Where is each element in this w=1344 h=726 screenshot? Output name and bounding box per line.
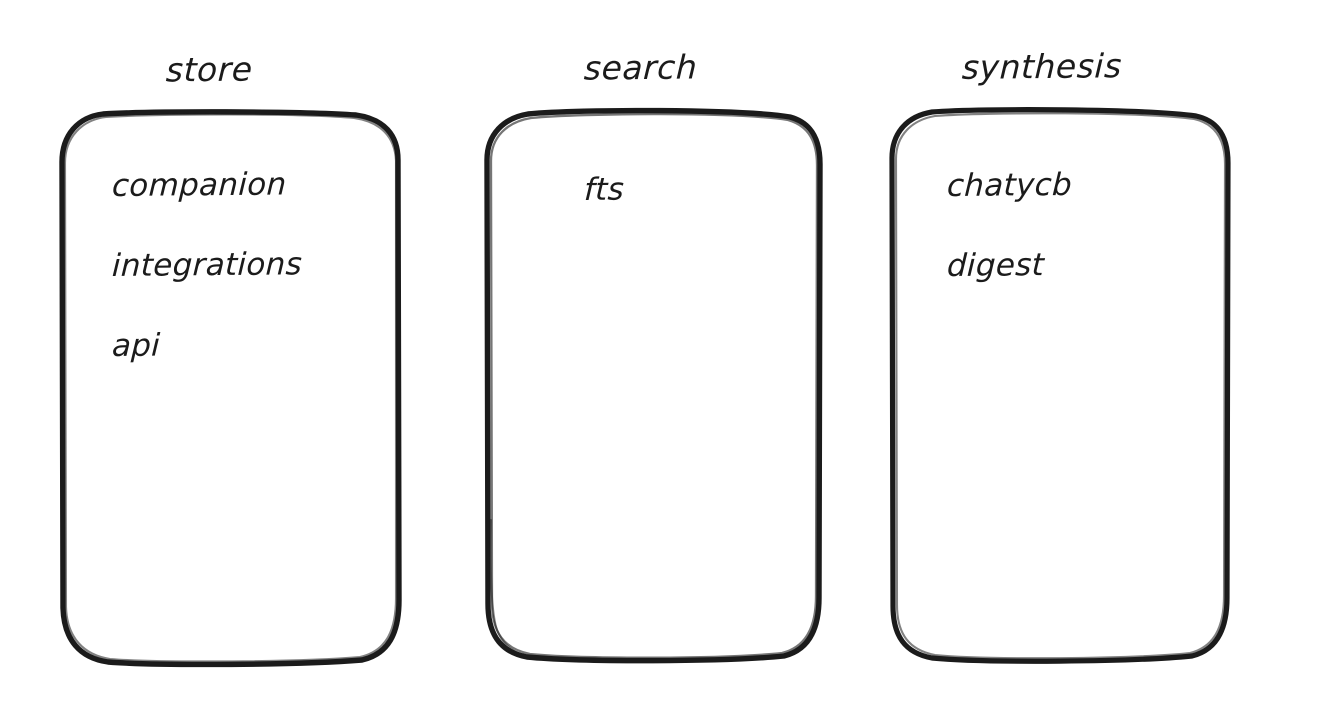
list-item[interactable]: integrations [111,246,303,284]
item-list-store: companion integrations api [111,166,303,364]
group-box-search[interactable] [484,107,823,664]
list-item[interactable]: digest [946,247,1045,284]
list-item[interactable]: fts [583,171,625,208]
list-item[interactable]: chatycb [946,166,1073,204]
group-title-store: store [165,49,254,90]
item-list-search: fts [583,171,625,208]
group-title-synthesis: synthesis [961,46,1123,87]
list-item[interactable]: companion [111,166,288,204]
group-title-search: search [583,47,699,88]
list-item[interactable]: api [111,327,161,364]
item-list-synthesis: chatycb digest [946,166,1073,284]
